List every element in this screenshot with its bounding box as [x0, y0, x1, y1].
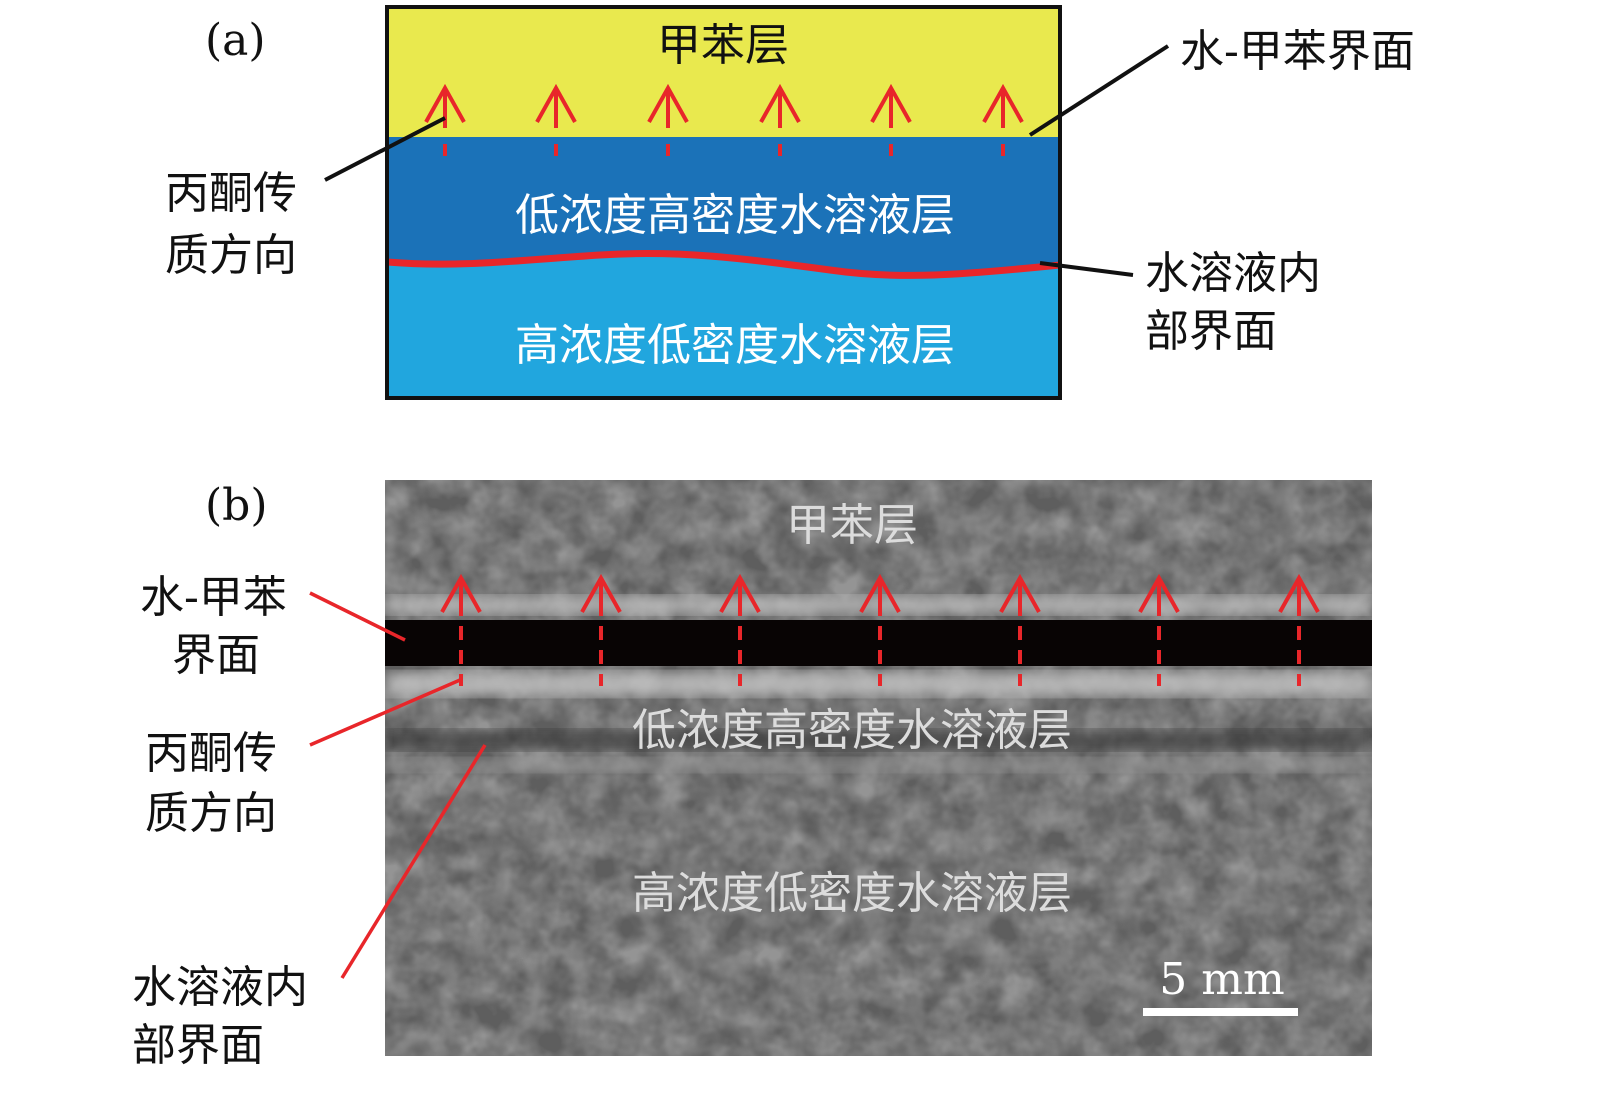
transfer-leader [324, 116, 446, 182]
high-conc-layer-label: 高浓度低密度水溶液层 [515, 320, 955, 371]
interface-label: 水-甲苯界面 [1180, 26, 1415, 77]
transfer-arrows-b [440, 573, 1320, 686]
transfer-arrow [440, 573, 482, 686]
transfer-arrow [759, 83, 801, 166]
scale-bar-label: 5 mm [1159, 954, 1284, 1005]
transfer-arrow [1138, 573, 1180, 686]
transfer-arrow [982, 83, 1024, 166]
transfer-label-b-2: 质方向 [145, 788, 277, 839]
interface-leader-b [309, 591, 406, 642]
panel-a-label: (a) [205, 15, 266, 66]
transfer-arrow [535, 83, 577, 166]
panel-b: (b) 甲苯层 低浓度高密度水溶液层 高浓度低密度水溶液层 5 mm 水-甲苯 … [132, 480, 1372, 1071]
toluene-layer [387, 7, 1060, 137]
panel-a: (a) 甲苯层 低浓度高密度水溶液层 高浓度低密度水溶液层 水-甲苯界面 丙酮传… [165, 5, 1415, 400]
inner-interface-leader [1039, 261, 1134, 277]
high-conc-layer-label-b: 高浓度低密度水溶液层 [632, 868, 1072, 919]
interface-dark-band [385, 620, 1372, 666]
low-conc-layer [387, 137, 1060, 276]
transfer-arrow [999, 573, 1041, 686]
toluene-layer-label-b: 甲苯层 [786, 500, 918, 551]
low-conc-layer-label-b: 低浓度高密度水溶液层 [632, 705, 1072, 756]
schlieren-image [385, 480, 1372, 1056]
transfer-leader-b [309, 678, 461, 747]
transfer-arrow [859, 573, 901, 686]
interface-leader [1028, 44, 1170, 137]
inner-interface-label-b-1: 水溶液内 [132, 962, 308, 1013]
transfer-label-2: 质方向 [165, 230, 297, 281]
panel-b-label: (b) [205, 480, 268, 531]
interface-label-b-2: 界面 [172, 630, 260, 681]
transfer-arrow [870, 83, 912, 166]
transfer-arrow [719, 573, 761, 686]
inner-interface-line [386, 249, 1061, 279]
transfer-arrows-a [424, 83, 1024, 166]
panel-a-frame [385, 5, 1062, 400]
inner-interface-label-2: 部界面 [1145, 306, 1277, 357]
low-conc-layer-label: 低浓度高密度水溶液层 [515, 190, 955, 241]
transfer-arrow [580, 573, 622, 686]
inner-interface-leader-b [340, 744, 487, 979]
transfer-arrow [647, 83, 689, 166]
transfer-arrow [1278, 573, 1320, 686]
transfer-label-b-1: 丙酮传 [145, 728, 277, 779]
toluene-layer-label: 甲苯层 [657, 20, 789, 71]
scale-bar [1143, 1008, 1298, 1016]
inner-interface-label-1: 水溶液内 [1145, 248, 1321, 299]
inner-interface-label-b-2: 部界面 [132, 1020, 264, 1071]
transfer-label-1: 丙酮传 [165, 168, 297, 219]
interface-label-b-1: 水-甲苯 [140, 572, 287, 623]
transfer-arrow [424, 83, 466, 166]
